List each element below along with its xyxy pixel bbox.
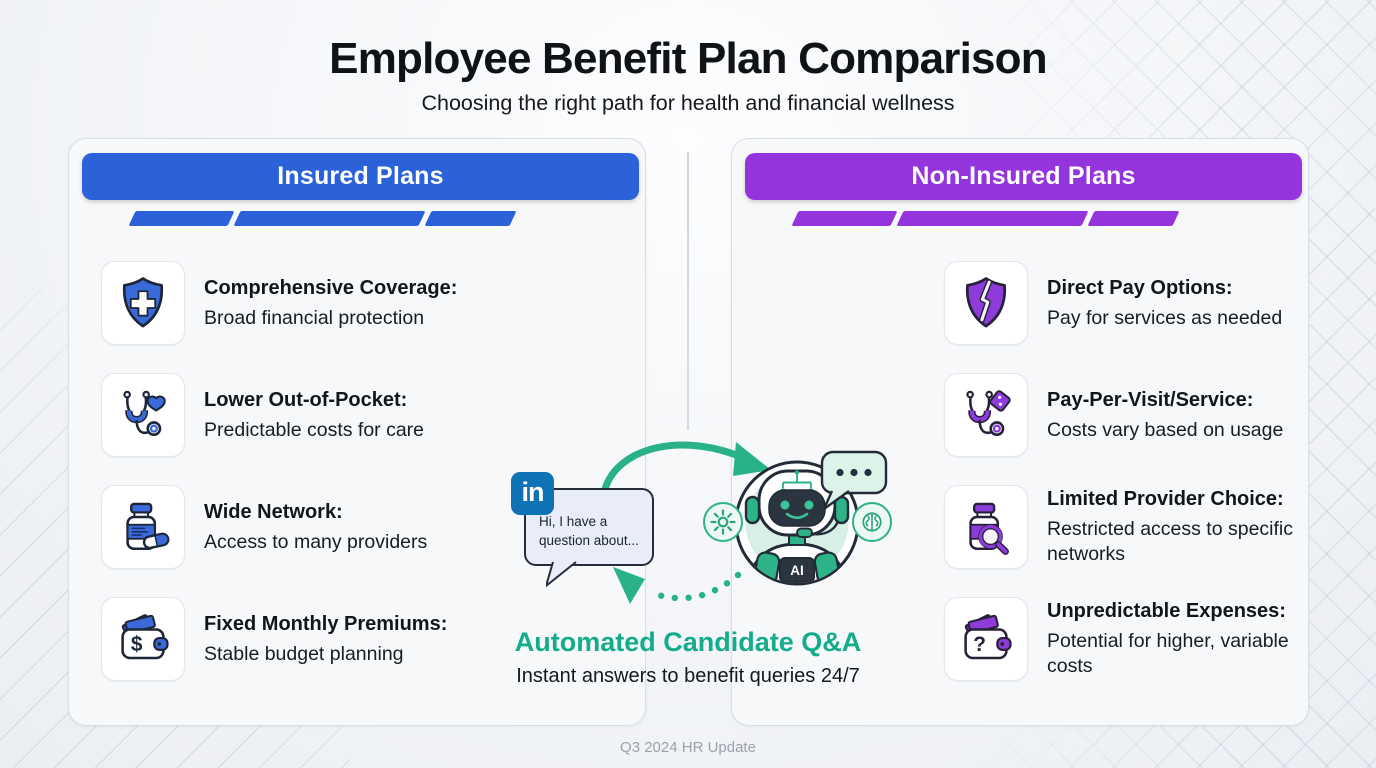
wallet-dollar-icon: $ <box>121 614 169 660</box>
item-description: Pay for services as needed <box>1047 306 1283 329</box>
page-subtitle: Choosing the right path for health and f… <box>421 91 955 115</box>
icon-card <box>944 261 1028 345</box>
item-title: Comprehensive Coverage: <box>204 276 458 299</box>
underline-segment <box>791 211 897 226</box>
non-insured-items: Direct Pay Options: Pay for services as … <box>732 261 1308 681</box>
benefit-item: Lower Out-of-Pocket: Predictable costs f… <box>101 373 645 457</box>
brain-icon <box>852 502 892 542</box>
insured-panel: Insured Plans Comprehensive Coverage: Br… <box>68 138 646 726</box>
benefit-item: ? Unpredictable Expenses: Potential for … <box>944 597 1308 681</box>
center-illustration: AI <box>601 441 892 604</box>
item-description: Predictable costs for care <box>204 418 425 441</box>
center-subheading: Instant answers to benefit queries 24/7 <box>516 665 860 687</box>
insured-panel-header: Insured Plans <box>82 153 639 200</box>
benefit-item: Comprehensive Coverage: Broad financial … <box>101 261 645 345</box>
benefit-item: Limited Provider Choice: Restricted acce… <box>944 485 1308 569</box>
insured-items: Comprehensive Coverage: Broad financial … <box>69 261 645 681</box>
item-title: Direct Pay Options: <box>1047 276 1233 299</box>
icon-card <box>101 261 185 345</box>
typing-dots-icon <box>820 450 888 511</box>
non-insured-panel: Non-Insured Plans Direct Pay Options: Pa… <box>731 138 1309 726</box>
underline-segment <box>896 211 1088 226</box>
benefit-item: Wide Network: Access to many providers <box>101 485 645 569</box>
stethoscope-price-tag-icon <box>966 390 1011 437</box>
chat-bubble-text: Hi, I have a question about... <box>539 514 639 548</box>
benefit-item: Pay-Per-Visit/Service: Costs vary based … <box>944 373 1308 457</box>
flow-arrow-icon <box>601 441 771 493</box>
underline-segment <box>1087 211 1179 226</box>
benefit-item: Direct Pay Options: Pay for services as … <box>944 261 1308 345</box>
benefit-item: $ Fixed Monthly Premiums: Stable budget … <box>101 597 645 681</box>
icon-card <box>101 485 185 569</box>
item-title: Limited Provider Choice: <box>1047 488 1284 511</box>
chat-bubble-tail <box>546 561 577 587</box>
center-caption: Automated Candidate Q&A Instant answers … <box>468 627 908 688</box>
item-title: Pay-Per-Visit/Service: <box>1047 388 1254 411</box>
shield-cross-icon <box>122 277 164 328</box>
item-description: Restricted access to specific networks <box>1047 518 1294 565</box>
underline-segment <box>424 211 516 226</box>
underline-segment <box>128 211 234 226</box>
ai-chest-label: AI <box>790 563 804 578</box>
center-divider-line <box>687 152 689 430</box>
dotted-return-arrow-icon <box>613 567 742 604</box>
item-description: Broad financial protection <box>204 306 425 329</box>
gear-icon <box>703 502 743 542</box>
icon-card: ? <box>944 597 1028 681</box>
stethoscope-heart-icon <box>123 390 166 437</box>
icon-card <box>101 373 185 457</box>
medicine-bottle-icon <box>126 502 170 551</box>
bottle-magnifier-icon <box>969 502 1009 555</box>
footer-note: Q3 2024 HR Update <box>620 739 756 756</box>
page-title: Employee Benefit Plan Comparison <box>329 34 1047 83</box>
item-title: Lower Out-of-Pocket: <box>204 388 408 411</box>
item-description: Potential for higher, variable costs <box>1047 630 1289 677</box>
item-description: Costs vary based on usage <box>1047 418 1284 441</box>
header-underline-segments <box>697 211 1273 226</box>
wallet-glyph: ? <box>973 633 986 656</box>
underline-segment <box>233 211 425 226</box>
wallet-glyph: $ <box>131 633 143 656</box>
center-heading: Automated Candidate Q&A <box>514 627 862 657</box>
linkedin-icon: in <box>511 472 554 515</box>
broken-shield-icon <box>965 277 1007 328</box>
icon-card <box>944 373 1028 457</box>
item-title: Unpredictable Expenses: <box>1047 600 1286 623</box>
icon-card <box>944 485 1028 569</box>
item-description: Access to many providers <box>204 530 428 553</box>
item-description: Stable budget planning <box>204 642 404 665</box>
icon-card: $ <box>101 597 185 681</box>
item-title: Wide Network: <box>204 500 343 523</box>
wallet-question-icon: ? <box>964 614 1012 660</box>
item-title: Fixed Monthly Premiums: <box>204 612 448 635</box>
title-block: Employee Benefit Plan Comparison Choosin… <box>0 34 1376 116</box>
non-insured-panel-header: Non-Insured Plans <box>745 153 1302 200</box>
header-underline-segments <box>34 211 610 226</box>
